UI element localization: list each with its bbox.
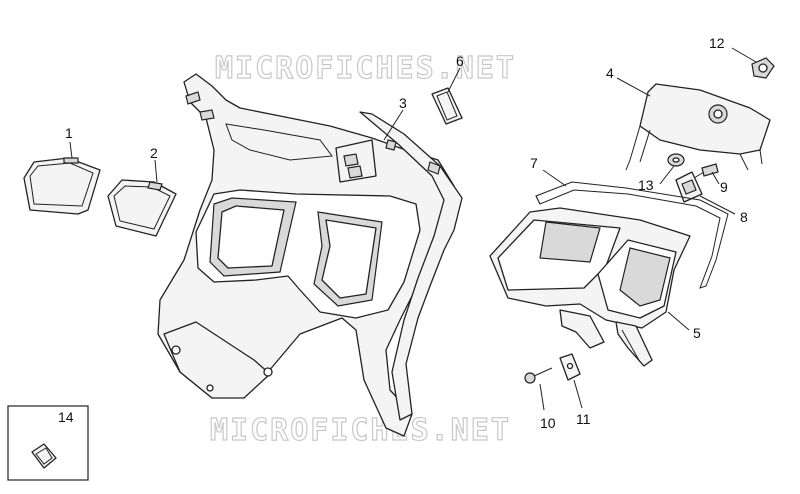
part-13-washer [667,153,685,167]
part-9-screw [693,163,719,179]
part-10-screw [524,367,553,384]
part-7-gasket [535,181,729,289]
callout-6: 6 [456,53,464,69]
watermark-bottom: MICROFICHES.NET [210,413,511,448]
part-6-clip [431,87,463,125]
inner-body-panel [157,73,455,437]
part-2-cover-panel [107,179,177,237]
part-5-storage-tub [489,207,691,367]
callout-14: 14 [58,409,74,425]
part-4-cover-plate [625,83,771,171]
callout-4: 4 [606,65,614,81]
part-3-side-strip [359,111,463,421]
callout-10: 10 [540,415,556,431]
part-8-latch [675,171,703,203]
leader-lines [69,47,757,411]
part-12-knob [751,57,775,79]
callout-12: 12 [709,35,725,51]
callout-3: 3 [399,95,407,111]
callout-2: 2 [150,145,158,161]
part-1-cover-panel [23,157,101,215]
callout-11: 11 [576,411,591,427]
callout-9: 9 [720,179,728,195]
callout-7: 7 [530,155,538,171]
callout-13: 13 [638,177,654,193]
watermark-top: MICROFICHES.NET [215,51,516,86]
part-14-box [7,405,89,481]
callout-1: 1 [65,125,73,141]
part-11-bracket [559,353,581,381]
callout-5: 5 [693,325,701,341]
callout-8: 8 [740,209,748,225]
